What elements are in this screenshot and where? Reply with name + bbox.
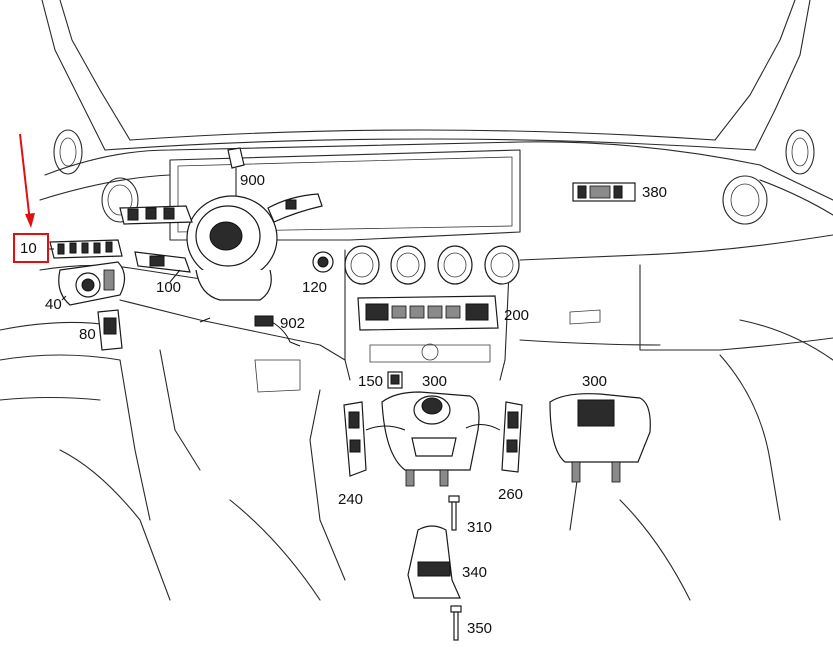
part-label-900[interactable]: 900 [240,172,266,189]
part-120-sensor[interactable] [312,251,334,273]
part-label-300-center[interactable]: 300 [422,373,448,390]
part-label-240[interactable]: 240 [338,491,364,508]
leader-lines [48,248,211,323]
part-300-console-controller[interactable] [381,391,480,487]
interior-outline [0,0,833,601]
part-300-console-bezel[interactable] [549,393,651,483]
part-240-side-panel[interactable] [343,401,406,477]
center-vents [344,245,520,285]
highlight-arrow [19,133,35,228]
part-10-switch-panel[interactable] [49,239,123,259]
part-340-bracket[interactable] [407,525,461,599]
part-label-902[interactable]: 902 [280,315,306,332]
highlight-box [13,233,49,263]
part-label-100[interactable]: 100 [156,279,182,296]
part-40-light-switch[interactable] [58,261,126,306]
part-380-switch-panel[interactable] [572,182,636,202]
part-label-80[interactable]: 80 [79,326,96,343]
part-label-150[interactable]: 150 [358,373,384,390]
part-label-120[interactable]: 120 [302,279,328,296]
part-900-clock-spring[interactable] [186,147,278,301]
part-902-cable[interactable] [254,315,301,347]
part-label-310[interactable]: 310 [467,519,493,536]
part-label-10[interactable]: 10 [20,240,37,257]
part-80-switch[interactable] [97,309,123,351]
part-310-screw[interactable] [448,495,460,531]
part-label-260[interactable]: 260 [498,486,524,503]
part-260-side-panel[interactable] [465,401,523,473]
part-100-stalks[interactable] [119,193,323,273]
part-label-340[interactable]: 340 [462,564,488,581]
part-label-350[interactable]: 350 [467,620,493,637]
part-150-button[interactable] [387,371,403,389]
part-200-climate-panel[interactable] [357,295,499,331]
part-350-screw[interactable] [450,605,462,641]
part-label-380[interactable]: 380 [642,184,668,201]
part-label-40[interactable]: 40 [45,296,62,313]
part-label-300-right[interactable]: 300 [582,373,608,390]
part-label-200[interactable]: 200 [504,307,530,324]
